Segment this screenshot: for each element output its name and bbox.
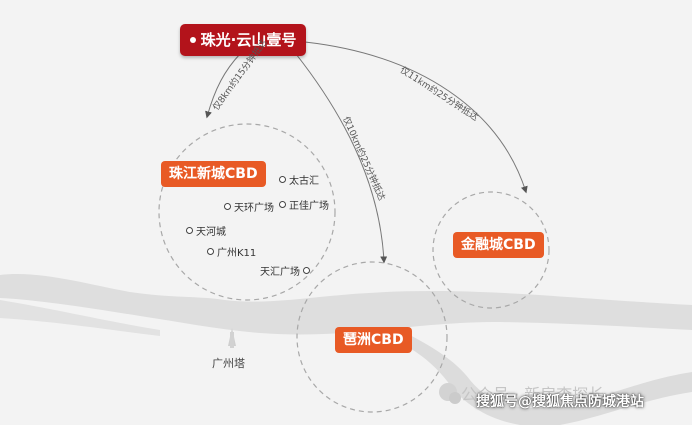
route-arrow-zhujiang — [205, 53, 241, 119]
brand-text: 公众号 · 新房李探长 — [461, 385, 605, 404]
poi-pin-icon — [279, 201, 286, 208]
cbd-label-zhujiang[interactable]: 珠江新城CBD — [161, 161, 266, 187]
route-arrow-pazhou — [295, 53, 388, 264]
cbd-label-pazhou[interactable]: 琶洲CBD — [335, 327, 412, 353]
poi-guangzhou-k11[interactable]: 广州K11 — [207, 244, 256, 259]
origin-label[interactable]: 珠光·云山壹号 — [180, 24, 306, 56]
poi-tianhui-plaza[interactable]: 天汇广场 — [260, 263, 310, 278]
jinrong-cbd-ring — [432, 191, 550, 309]
poi-pin-icon — [303, 267, 310, 274]
landmark-canton-tower: 广州塔 — [212, 357, 245, 370]
poi-tianhe-city[interactable]: 天河城 — [186, 223, 226, 238]
watermark-text: 搜狐号@搜狐焦点防城港站 — [476, 394, 644, 410]
river-branch — [395, 330, 692, 425]
pazhou-cbd-ring — [296, 261, 448, 413]
origin-name: 珠光·云山壹号 — [200, 31, 297, 49]
pearl-river — [0, 273, 692, 335]
river-branch — [0, 300, 160, 336]
wechat-icon-bubble — [449, 392, 461, 404]
poi-pin-icon — [224, 203, 231, 210]
cbd-label-jinrong[interactable]: 金融城CBD — [453, 232, 544, 258]
poi-grandview-mall[interactable]: 正佳广场 — [279, 197, 329, 212]
origin-dot-icon — [189, 37, 196, 43]
zhujiang-cbd-ring — [158, 123, 336, 301]
route-arrow-jinrong — [304, 41, 528, 194]
canton-tower-base — [230, 332, 234, 348]
poi-pin-icon — [207, 248, 214, 255]
poi-taikoo-hui[interactable]: 太古汇 — [279, 172, 319, 187]
poi-pin-icon — [186, 227, 193, 234]
poi-pin-icon — [279, 176, 286, 183]
poi-tianhuan-plaza[interactable]: 天环广场 — [224, 199, 274, 214]
